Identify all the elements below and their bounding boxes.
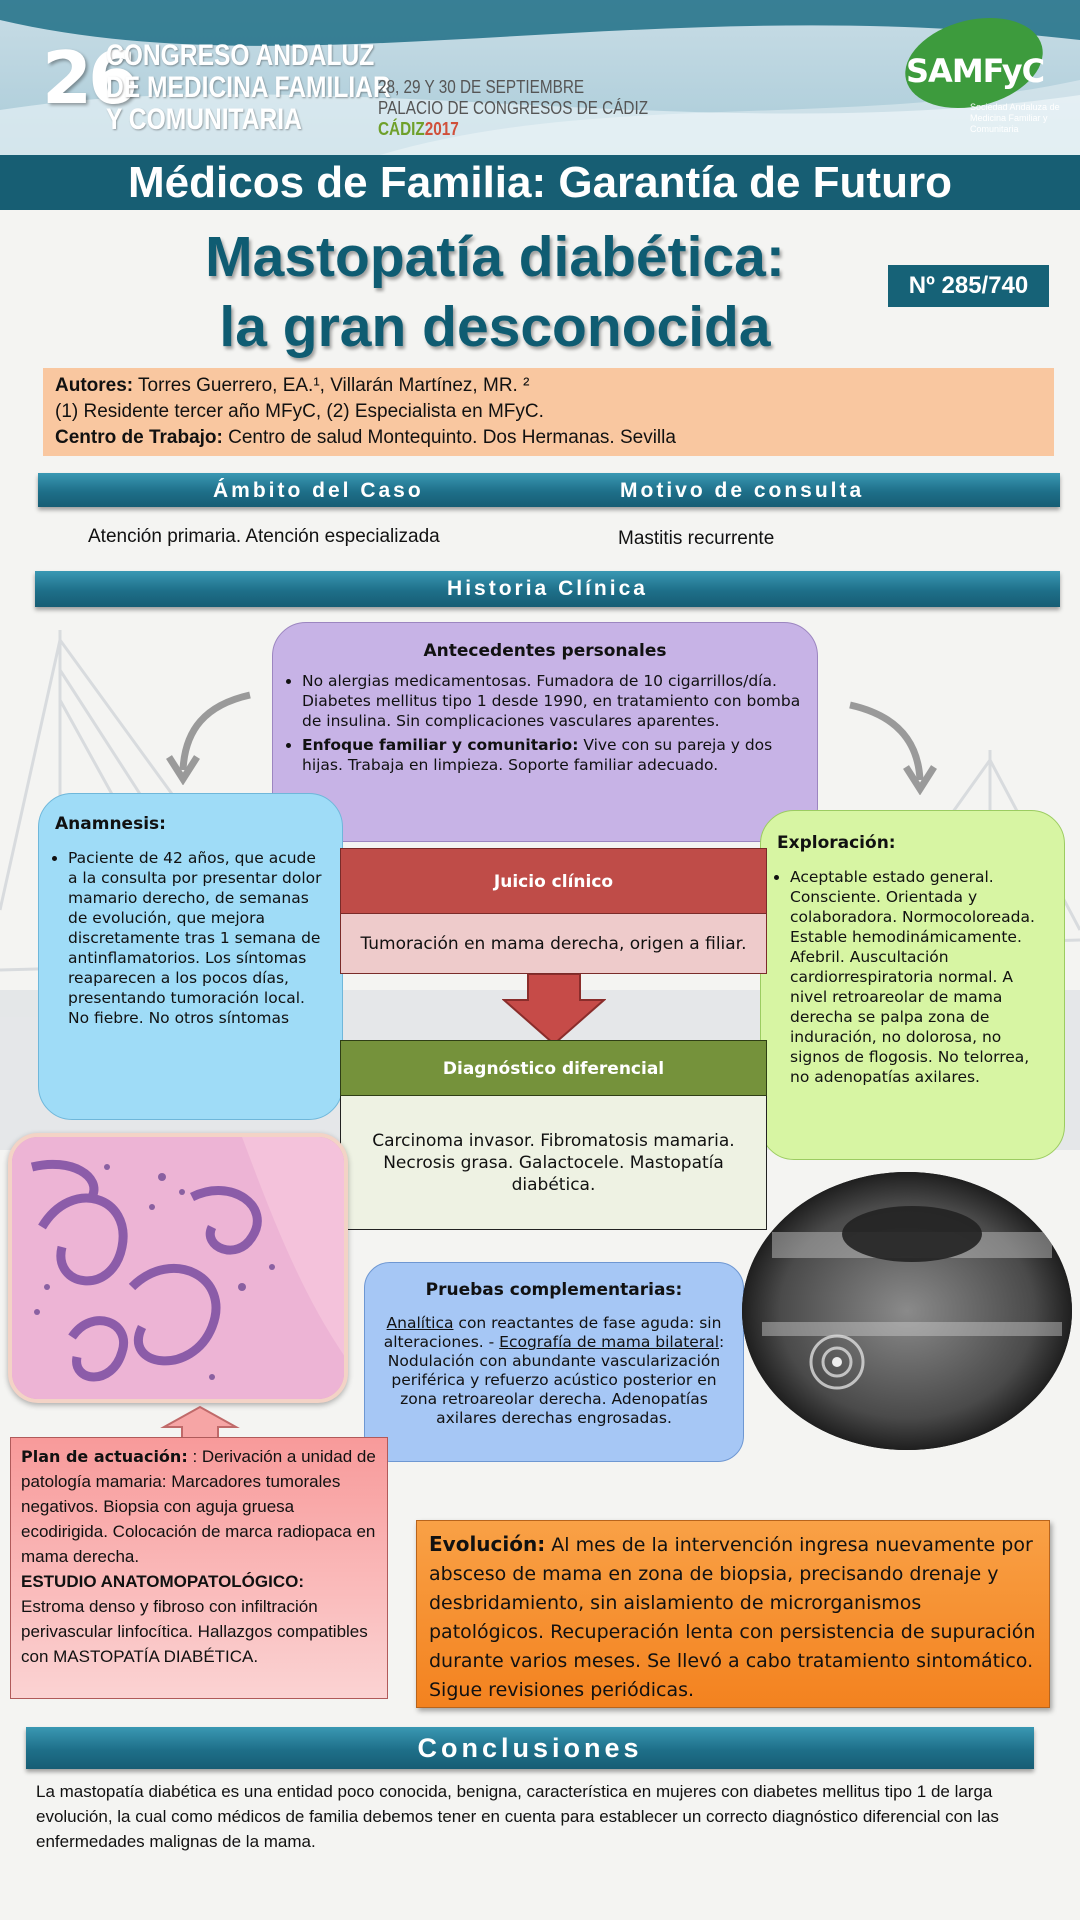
anamnesis-text: Paciente de 42 años, que acude a la cons…	[68, 848, 326, 1028]
authors-names: Torres Guerrero, EA.¹, Villarán Martínez…	[133, 375, 530, 396]
congress-header	[0, 0, 1080, 155]
pruebas-text: Analítica con reactantes de fase aguda: …	[379, 1314, 729, 1428]
plan-text: : Derivación a unidad de patología mamar…	[21, 1447, 376, 1566]
antecedentes-item: Enfoque familiar y comunitario: Vive con…	[302, 735, 801, 775]
ambito-value: Atención primaria. Atención especializad…	[88, 526, 440, 547]
plan-actuacion-box: Plan de actuación: : Derivación a unidad…	[10, 1437, 388, 1699]
enfoque-text: Vive con su pareja y dos hijas. Trabaja …	[302, 736, 773, 774]
city-name: CÁDIZ	[378, 119, 425, 139]
evolucion-label: Evolución:	[429, 1532, 546, 1556]
analitica-link: Analítica	[386, 1314, 454, 1332]
samfyc-logo-subtitle: Sociedad Andaluza de Medicina Familiar y…	[970, 102, 1060, 134]
work-value: Centro de salud Montequinto. Dos Hermana…	[222, 427, 676, 448]
motivo-title: Motivo de consulta	[620, 479, 865, 502]
pruebas-text-part: : Nodulación con abundante vascularizaci…	[387, 1333, 725, 1427]
ambito-title: Ámbito del Caso	[213, 479, 424, 502]
exploracion-title: Exploración:	[777, 833, 896, 853]
diagnostico-diferencial-body: Carcinoma invasor. Fibromatosis mamaria.…	[340, 1096, 767, 1230]
venue-line: PALACIO DE CONGRESOS DE CÁDIZ	[378, 98, 649, 118]
evolucion-box: Evolución: Al mes de la intervención ing…	[416, 1520, 1050, 1708]
congress-line: Y COMUNITARIA	[106, 103, 302, 136]
authors-label: Autores:	[55, 375, 134, 396]
congress-line: DE MEDICINA FAMILIAR	[106, 71, 391, 104]
poster-number-badge: Nº 285/740	[888, 265, 1049, 307]
up-arrow-icon	[160, 1405, 240, 1440]
antecedentes-title: Antecedentes personales	[423, 641, 667, 661]
year: 2017	[424, 119, 459, 139]
congress-dates: 28, 29 Y 30 DE SEPTIEMBRE PALACIO DE CON…	[378, 77, 648, 140]
exploracion-text: Aceptable estado general. Consciente. Or…	[790, 867, 1048, 1087]
curved-arrow-right-icon	[849, 701, 937, 795]
anamnesis-title: Anamnesis:	[55, 814, 166, 834]
motivo-value: Mastitis recurrente	[618, 528, 775, 549]
anamnesis-box: Anamnesis: Paciente de 42 años, que acud…	[38, 793, 343, 1120]
ultrasound-image	[742, 1172, 1072, 1450]
breast-ultrasound-picture	[742, 1172, 1072, 1450]
plan-label: Plan de actuación:	[21, 1447, 188, 1466]
congress-name: CONGRESO ANDALUZ DE MEDICINA FAMILIAR Y …	[106, 40, 391, 136]
pruebas-complementarias-box: Pruebas complementarias: Analítica con r…	[364, 1262, 744, 1462]
antecedentes-item: No alergias medicamentosas. Fumadora de …	[302, 671, 801, 731]
authors-box: Autores: Torres Guerrero, EA.¹, Villarán…	[43, 368, 1054, 456]
estudio-text: Estroma denso y fibroso con infiltración…	[21, 1597, 368, 1666]
diagnostico-diferencial-header: Diagnóstico diferencial	[340, 1040, 767, 1096]
juicio-clinico-body: Tumoración en mama derecha, origen a fil…	[340, 914, 767, 974]
title-line: Mastopatía diabética:	[205, 225, 785, 289]
exploracion-box: Exploración: Aceptable estado general. C…	[760, 810, 1065, 1160]
estudio-label: ESTUDIO ANATOMOPATOLÓGICO:	[21, 1572, 305, 1591]
juicio-clinico-header: Juicio clínico	[340, 848, 767, 914]
slogan-band: Médicos de Familia: Garantía de Futuro	[0, 155, 1080, 210]
authors-affiliations: (1) Residente tercer año MFyC, (2) Espec…	[55, 401, 544, 422]
congress-line: CONGRESO ANDALUZ	[106, 39, 375, 72]
curved-arrow-left-icon	[166, 691, 251, 785]
pruebas-title: Pruebas complementarias:	[425, 1280, 683, 1300]
conclusion-text: La mastopatía diabética es una entidad p…	[36, 1782, 999, 1851]
header-wave-decoration	[0, 0, 1080, 155]
antecedentes-box: Antecedentes personales No alergias medi…	[272, 622, 818, 842]
historia-clinica-bar: Historia Clínica	[35, 571, 1060, 607]
conclusiones-bar: Conclusiones	[26, 1727, 1034, 1769]
enfoque-label: Enfoque familiar y comunitario:	[302, 736, 579, 754]
ecografia-link: Ecografía de mama bilateral	[499, 1333, 720, 1351]
poster-title: Mastopatía diabética: la gran desconocid…	[90, 222, 900, 362]
pruebas-text-part: con reactantes de fase aguda: sin altera…	[383, 1314, 722, 1351]
dates-line: 28, 29 Y 30 DE SEPTIEMBRE	[378, 77, 585, 97]
ambito-motivo-bar: Ámbito del Caso Motivo de consulta	[38, 473, 1060, 507]
evolucion-text: Al mes de la intervención ingresa nuevam…	[429, 1534, 1036, 1701]
city-year: CÁDIZ2017	[378, 119, 648, 140]
work-label: Centro de Trabajo:	[55, 427, 223, 448]
histology-image	[8, 1133, 348, 1403]
samfyc-logo: SAMFyC	[906, 52, 1045, 90]
title-line: la gran desconocida	[219, 295, 771, 359]
congress-number: 26	[42, 36, 138, 120]
histology-micrograph-picture	[12, 1137, 344, 1399]
down-arrow-icon	[502, 974, 606, 1046]
